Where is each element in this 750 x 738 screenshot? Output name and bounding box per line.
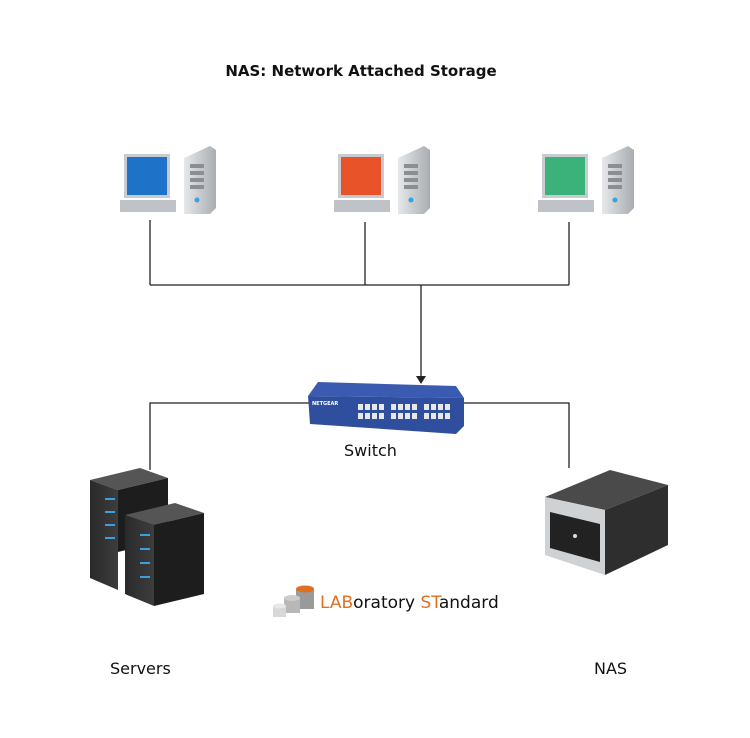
server-led <box>105 511 115 513</box>
drive-bay <box>404 171 418 175</box>
keyboard-base <box>538 200 594 212</box>
nas-icon <box>545 470 668 575</box>
workstation-2 <box>334 146 430 214</box>
switch-port <box>438 413 443 419</box>
switch-port <box>379 404 384 410</box>
server-led <box>105 498 115 500</box>
power-led <box>194 197 200 203</box>
keyboard-base <box>120 200 176 212</box>
logo-andard: andard <box>438 593 499 613</box>
server-led <box>140 576 150 578</box>
drive-bay <box>608 164 622 168</box>
switch-port <box>431 413 436 419</box>
switch-port <box>412 413 417 419</box>
diagram-title: NAS: Network Attached Storage <box>225 62 497 80</box>
drive-bay <box>190 178 204 182</box>
drive-bay <box>608 171 622 175</box>
switch-port <box>412 404 417 410</box>
svg-text:NETGEAR: NETGEAR <box>312 401 338 407</box>
nas-label: NAS <box>594 659 628 678</box>
switch-port <box>398 413 403 419</box>
drive-bay <box>608 185 622 189</box>
server-led <box>105 537 115 539</box>
switch-port <box>372 413 377 419</box>
drive-bay <box>608 178 622 182</box>
logo-oratory: oratory <box>353 593 421 613</box>
server-led <box>140 548 150 550</box>
laboratory-standard-logo <box>273 585 314 617</box>
drive-bay <box>190 185 204 189</box>
power-led <box>612 197 618 203</box>
keyboard-base <box>334 200 390 212</box>
logo-st: ST <box>420 593 439 613</box>
workstation-1 <box>120 146 216 214</box>
server-led <box>105 524 115 526</box>
switch-port <box>424 404 429 410</box>
drive-bay <box>404 178 418 182</box>
servers-label: Servers <box>110 659 171 678</box>
logo-text: LABoratory STandard <box>320 593 499 613</box>
screen <box>127 157 167 195</box>
switch-label: Switch <box>344 441 397 460</box>
switch-icon: NETGEAR <box>308 382 464 434</box>
screen <box>341 157 381 195</box>
drive-bay <box>190 171 204 175</box>
workstation-3 <box>538 146 634 214</box>
drive-bay <box>404 185 418 189</box>
switch-port <box>358 404 363 410</box>
drive-bay <box>404 164 418 168</box>
switch-port <box>391 413 396 419</box>
switch-port <box>445 404 450 410</box>
screen <box>545 157 585 195</box>
server-led <box>140 562 150 564</box>
switch-port <box>379 413 384 419</box>
switch-port <box>398 404 403 410</box>
switch-port <box>365 404 370 410</box>
logo-lab: LAB <box>320 593 354 613</box>
switch-port <box>405 413 410 419</box>
switch-port <box>445 413 450 419</box>
switch-port <box>372 404 377 410</box>
switch-port <box>431 404 436 410</box>
switch-port <box>424 413 429 419</box>
arrow-icon <box>416 376 426 384</box>
connection-lines <box>149 220 570 470</box>
switch-port <box>391 404 396 410</box>
power-led <box>408 197 414 203</box>
switch-port <box>365 413 370 419</box>
switch-port <box>405 404 410 410</box>
server-led <box>140 534 150 536</box>
switch-port <box>358 413 363 419</box>
servers-icon <box>90 468 204 606</box>
switch-port <box>438 404 443 410</box>
drive-bay <box>190 164 204 168</box>
